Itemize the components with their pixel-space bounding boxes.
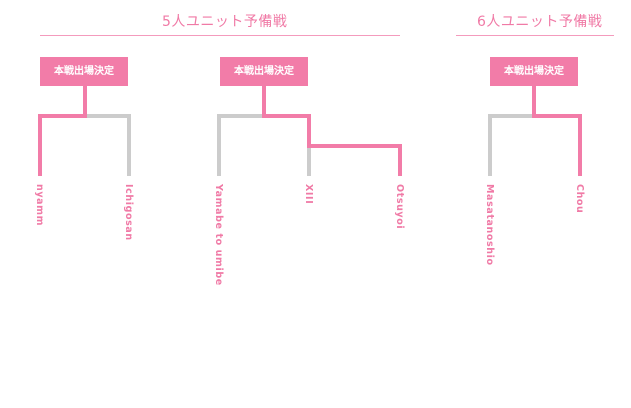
- section-5-title: 5人ユニット予備戦: [162, 14, 288, 30]
- bracket-3-winner-line: [532, 86, 582, 176]
- bracket-2-winner-line: [262, 86, 402, 176]
- bracket-1-loser-line: [85, 114, 131, 176]
- bracket-2-loser-line-a: [217, 114, 264, 176]
- bracket-3-loser-line: [488, 114, 534, 176]
- team-otsuyoi: Otsuyoi: [394, 184, 405, 230]
- bracket-1-winner-line: [38, 86, 87, 176]
- team-yamabe-to-umibe: Yamabe to umibe: [213, 184, 224, 286]
- team-xiii: XIII: [303, 184, 314, 205]
- team-nyamm: nyamm: [34, 184, 45, 227]
- section-6-title: 6人ユニット予備戦: [477, 14, 603, 30]
- team-ichigosan: Ichigosan: [123, 184, 134, 241]
- team-chou: Chou: [574, 184, 585, 214]
- result-box-2: 本戦出場決定: [220, 57, 308, 86]
- result-box-1: 本戦出場決定: [40, 57, 128, 86]
- section-6-rule: [456, 35, 614, 36]
- result-box-3: 本戦出場決定: [490, 57, 578, 86]
- section-5-rule: [40, 35, 400, 36]
- team-masatanoshio: Masatanoshio: [484, 184, 495, 266]
